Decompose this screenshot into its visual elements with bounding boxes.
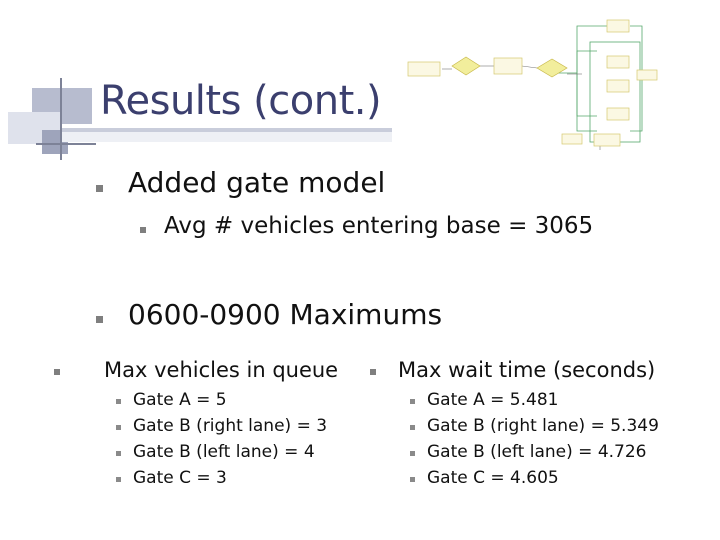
flow-box-gate-a bbox=[606, 107, 630, 121]
bullet-marker bbox=[116, 477, 121, 482]
column-heading-max-wait: Max wait time (seconds) bbox=[398, 358, 656, 382]
flow-box-vehicle-arrival bbox=[407, 61, 441, 77]
flow-boxes bbox=[407, 19, 658, 147]
flow-box-assign-attributes bbox=[493, 57, 523, 75]
bullet-avg-vehicles: Avg # vehicles entering base = 3065 bbox=[164, 213, 594, 239]
flow-box-gate-b-left bbox=[606, 79, 630, 93]
bullet-marker bbox=[410, 451, 415, 456]
bullet-marker bbox=[410, 399, 415, 404]
flow-diamond-decision-2 bbox=[536, 58, 568, 78]
column-heading-max-vehicles: Max vehicles in queue bbox=[104, 358, 339, 382]
flow-diamonds bbox=[451, 56, 568, 78]
bullet-marker bbox=[54, 369, 60, 375]
list-item: Gate B (right lane) = 3 bbox=[133, 416, 328, 436]
decor-horizontal-line bbox=[36, 143, 96, 145]
list-item: Gate B (left lane) = 4 bbox=[133, 442, 315, 462]
flow-box-gate-c bbox=[606, 19, 630, 33]
flow-box-enter-base bbox=[636, 69, 658, 81]
bullet-marker bbox=[116, 399, 121, 404]
title-accent-bar-light bbox=[62, 132, 392, 142]
list-item: Gate A = 5 bbox=[133, 390, 227, 410]
page-title: Results (cont.) bbox=[100, 78, 382, 124]
bullet-marker bbox=[116, 451, 121, 456]
gate-model-diagram bbox=[407, 19, 658, 150]
list-item: Gate C = 4.605 bbox=[427, 468, 559, 488]
list-item: Gate A = 5.481 bbox=[427, 390, 559, 410]
bullet-marker bbox=[96, 185, 103, 192]
flow-diamond-decision-1 bbox=[451, 56, 481, 76]
flow-box-invalid-entry bbox=[561, 133, 583, 145]
flow-container-lines bbox=[552, 25, 657, 143]
bullet-marker bbox=[370, 369, 376, 375]
list-item: Gate B (right lane) = 5.349 bbox=[427, 416, 659, 436]
list-item: Gate C = 3 bbox=[133, 468, 227, 488]
bullet-added-gate-model: Added gate model bbox=[128, 166, 386, 199]
bullet-maximums: 0600-0900 Maximums bbox=[128, 298, 443, 331]
flow-box-vehicle-turned bbox=[593, 133, 621, 147]
list-item: Gate B (left lane) = 4.726 bbox=[427, 442, 647, 462]
bullet-marker bbox=[410, 425, 415, 430]
flow-box-gate-b-right bbox=[606, 55, 630, 69]
corner-decoration bbox=[0, 0, 100, 170]
decor-vertical-line bbox=[60, 78, 62, 160]
bullet-marker bbox=[96, 316, 103, 323]
bullet-marker bbox=[410, 477, 415, 482]
bullet-marker bbox=[116, 425, 121, 430]
bullet-marker bbox=[140, 227, 146, 233]
title-accent-bar bbox=[62, 128, 392, 132]
